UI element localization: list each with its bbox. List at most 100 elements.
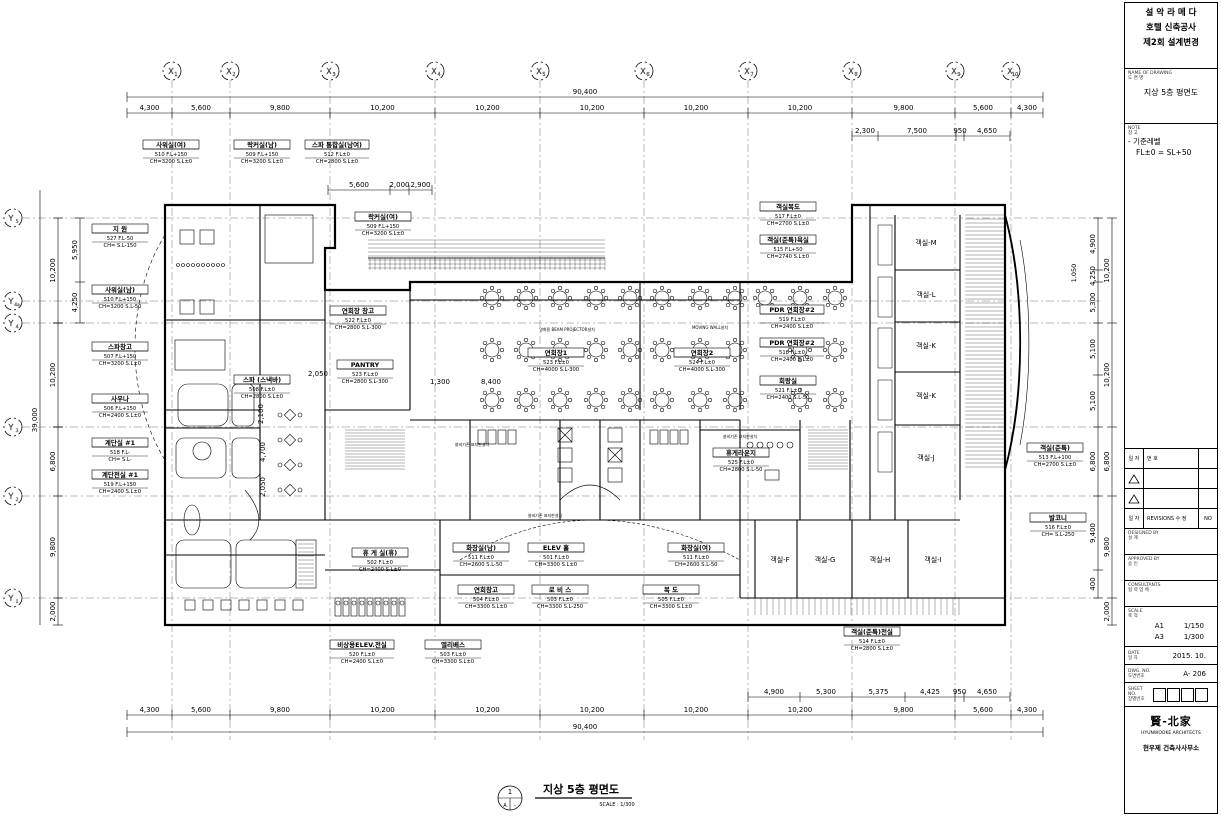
dimension-text: 950: [953, 127, 966, 135]
fixture: [216, 263, 220, 267]
room-number: 519 F.L+150: [104, 482, 137, 488]
chair: [797, 285, 803, 291]
firm-logo: 賢-北家 HYUNWOOKE ARCHITECTS 현우제 건축사사무소: [1125, 707, 1217, 769]
chair: [600, 404, 606, 410]
chair: [479, 347, 485, 353]
chair: [704, 390, 710, 396]
grid-bubble: [3, 208, 23, 228]
grid-label: 2: [232, 72, 235, 78]
room-label: 휴 게 실(휴)502 F.L±0CH=2400 S.L±0: [351, 547, 409, 573]
chair: [583, 295, 589, 301]
dimension-text: 2,300: [855, 127, 875, 135]
room-name: 로 비 스: [549, 585, 571, 594]
grid-label: X: [951, 67, 957, 76]
dimension-text: 10,200: [1103, 363, 1111, 388]
round-table: [552, 290, 568, 306]
chair: [583, 347, 589, 353]
dimension-text: 2,000: [1103, 601, 1111, 621]
round-table: [827, 392, 843, 408]
chair: [804, 288, 810, 294]
chair: [634, 404, 640, 410]
chair: [513, 347, 519, 353]
room-number: 527 F.L-50: [107, 236, 134, 242]
chair: [603, 397, 609, 403]
chair: [659, 387, 665, 393]
locker: [202, 599, 214, 611]
grid-label: X: [1007, 67, 1013, 76]
room-number: 509 F.L+150: [367, 224, 400, 230]
chair: [797, 357, 803, 363]
chair: [557, 285, 563, 291]
dimension-text: 9,800: [49, 537, 57, 557]
chair: [652, 302, 658, 308]
chair: [666, 302, 672, 308]
grid-bubble: [3, 291, 23, 311]
chair: [600, 288, 606, 294]
chair: [627, 285, 633, 291]
grid-label: Y: [8, 492, 14, 501]
grid-label: X: [226, 67, 232, 76]
chair: [482, 302, 488, 308]
locker: [274, 599, 286, 611]
chair: [600, 302, 606, 308]
round-table: [792, 290, 808, 306]
room-name: 연회장1: [545, 348, 568, 357]
building-walls: [134, 203, 1030, 627]
shower-stall: [179, 299, 195, 315]
chair: [807, 347, 813, 353]
chair: [732, 407, 738, 413]
room-number: 516 F.L±0: [1045, 525, 1071, 531]
room-number: 511 F.L±0: [468, 555, 494, 561]
chair: [832, 387, 838, 393]
room-ceiling: CH=3300 S.L-250: [537, 604, 583, 610]
locker: [375, 600, 381, 606]
pool: [177, 383, 229, 427]
bathroom: [877, 224, 893, 266]
pool-edge: [244, 489, 260, 541]
room-number: 501 F.L±0: [543, 555, 569, 561]
chair: [790, 354, 796, 360]
snack-table: [283, 408, 297, 422]
toilet-stall: [649, 429, 659, 445]
chair: [586, 340, 592, 346]
dimension-text: 10,200: [580, 706, 605, 714]
chair: [482, 340, 488, 346]
round-table: [792, 392, 808, 408]
chair: [787, 347, 793, 353]
sheet-number-section: SHEET NO.장별번호: [1125, 683, 1217, 707]
snack-table: [283, 433, 297, 447]
project-name: 설 악 라 메 다 호텔 신축공사 제2회 설계변경: [1125, 3, 1217, 69]
annotation-text: 영화용 BEAM PROJECTOR설치: [539, 326, 595, 332]
chair: [790, 288, 796, 294]
round-table: [484, 342, 500, 358]
chair: [666, 354, 672, 360]
chair: [825, 404, 831, 410]
fixture: [181, 263, 185, 267]
room-number: 502 F.L±0: [367, 560, 393, 566]
chair: [832, 357, 838, 363]
room-name: 계단실 #1: [105, 438, 136, 447]
chair: [479, 397, 485, 403]
grid-label: 4: [16, 324, 19, 330]
chair: [822, 295, 828, 301]
round-table: [588, 342, 604, 358]
drawing-scale: SCALE : 1/300: [599, 802, 634, 808]
shower-stall: [179, 229, 195, 245]
chair: [620, 390, 626, 396]
toilet-stall: [679, 429, 689, 445]
locker: [358, 597, 366, 617]
chair: [617, 295, 623, 301]
fixture: [186, 263, 190, 267]
chair: [627, 305, 633, 311]
bathroom: [877, 431, 893, 473]
lounge-chair: [766, 441, 774, 449]
dimension-text: 5,950: [71, 240, 79, 260]
chair: [530, 390, 536, 396]
room-name: 연회장2: [691, 348, 713, 357]
round-table: [588, 392, 604, 408]
dimension-text: 400: [1089, 577, 1097, 590]
grid-label: 4a: [14, 302, 20, 308]
